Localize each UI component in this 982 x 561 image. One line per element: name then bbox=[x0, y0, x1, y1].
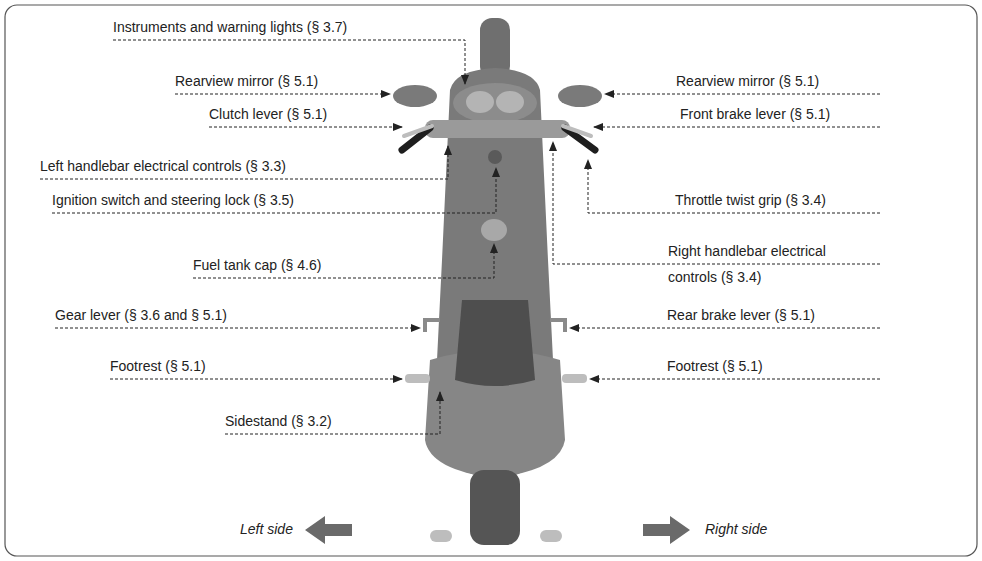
part-label: Fuel tank cap (§ 4.6) bbox=[193, 257, 321, 274]
part-label: Rearview mirror (§ 5.1) bbox=[175, 73, 318, 90]
part-label: Throttle twist grip (§ 3.4) bbox=[675, 192, 826, 209]
part-label: Clutch lever (§ 5.1) bbox=[209, 106, 327, 123]
part-label: Footrest (§ 5.1) bbox=[110, 358, 206, 375]
part-label: Left handlebar electrical controls (§ 3.… bbox=[40, 158, 286, 175]
left-arrow bbox=[305, 516, 352, 544]
leader-lines bbox=[40, 40, 880, 434]
part-label: Front brake lever (§ 5.1) bbox=[680, 106, 830, 123]
right-arrow bbox=[643, 516, 690, 544]
part-label: Right handlebar electrical controls (§ 3… bbox=[668, 238, 873, 290]
part-label: Ignition switch and steering lock (§ 3.5… bbox=[52, 192, 294, 209]
motorcycle-top-view bbox=[393, 18, 602, 545]
direction-label: Left side bbox=[240, 521, 293, 538]
part-label: Instruments and warning lights (§ 3.7) bbox=[113, 19, 347, 36]
part-label: Sidestand (§ 3.2) bbox=[225, 413, 332, 430]
direction-label: Right side bbox=[705, 521, 767, 538]
part-label: Gear lever (§ 3.6 and § 5.1) bbox=[55, 307, 227, 324]
part-label: Footrest (§ 5.1) bbox=[667, 358, 763, 375]
frame-border bbox=[5, 5, 977, 556]
part-label: Rear brake lever (§ 5.1) bbox=[667, 307, 815, 324]
part-label: Rearview mirror (§ 5.1) bbox=[676, 73, 819, 90]
